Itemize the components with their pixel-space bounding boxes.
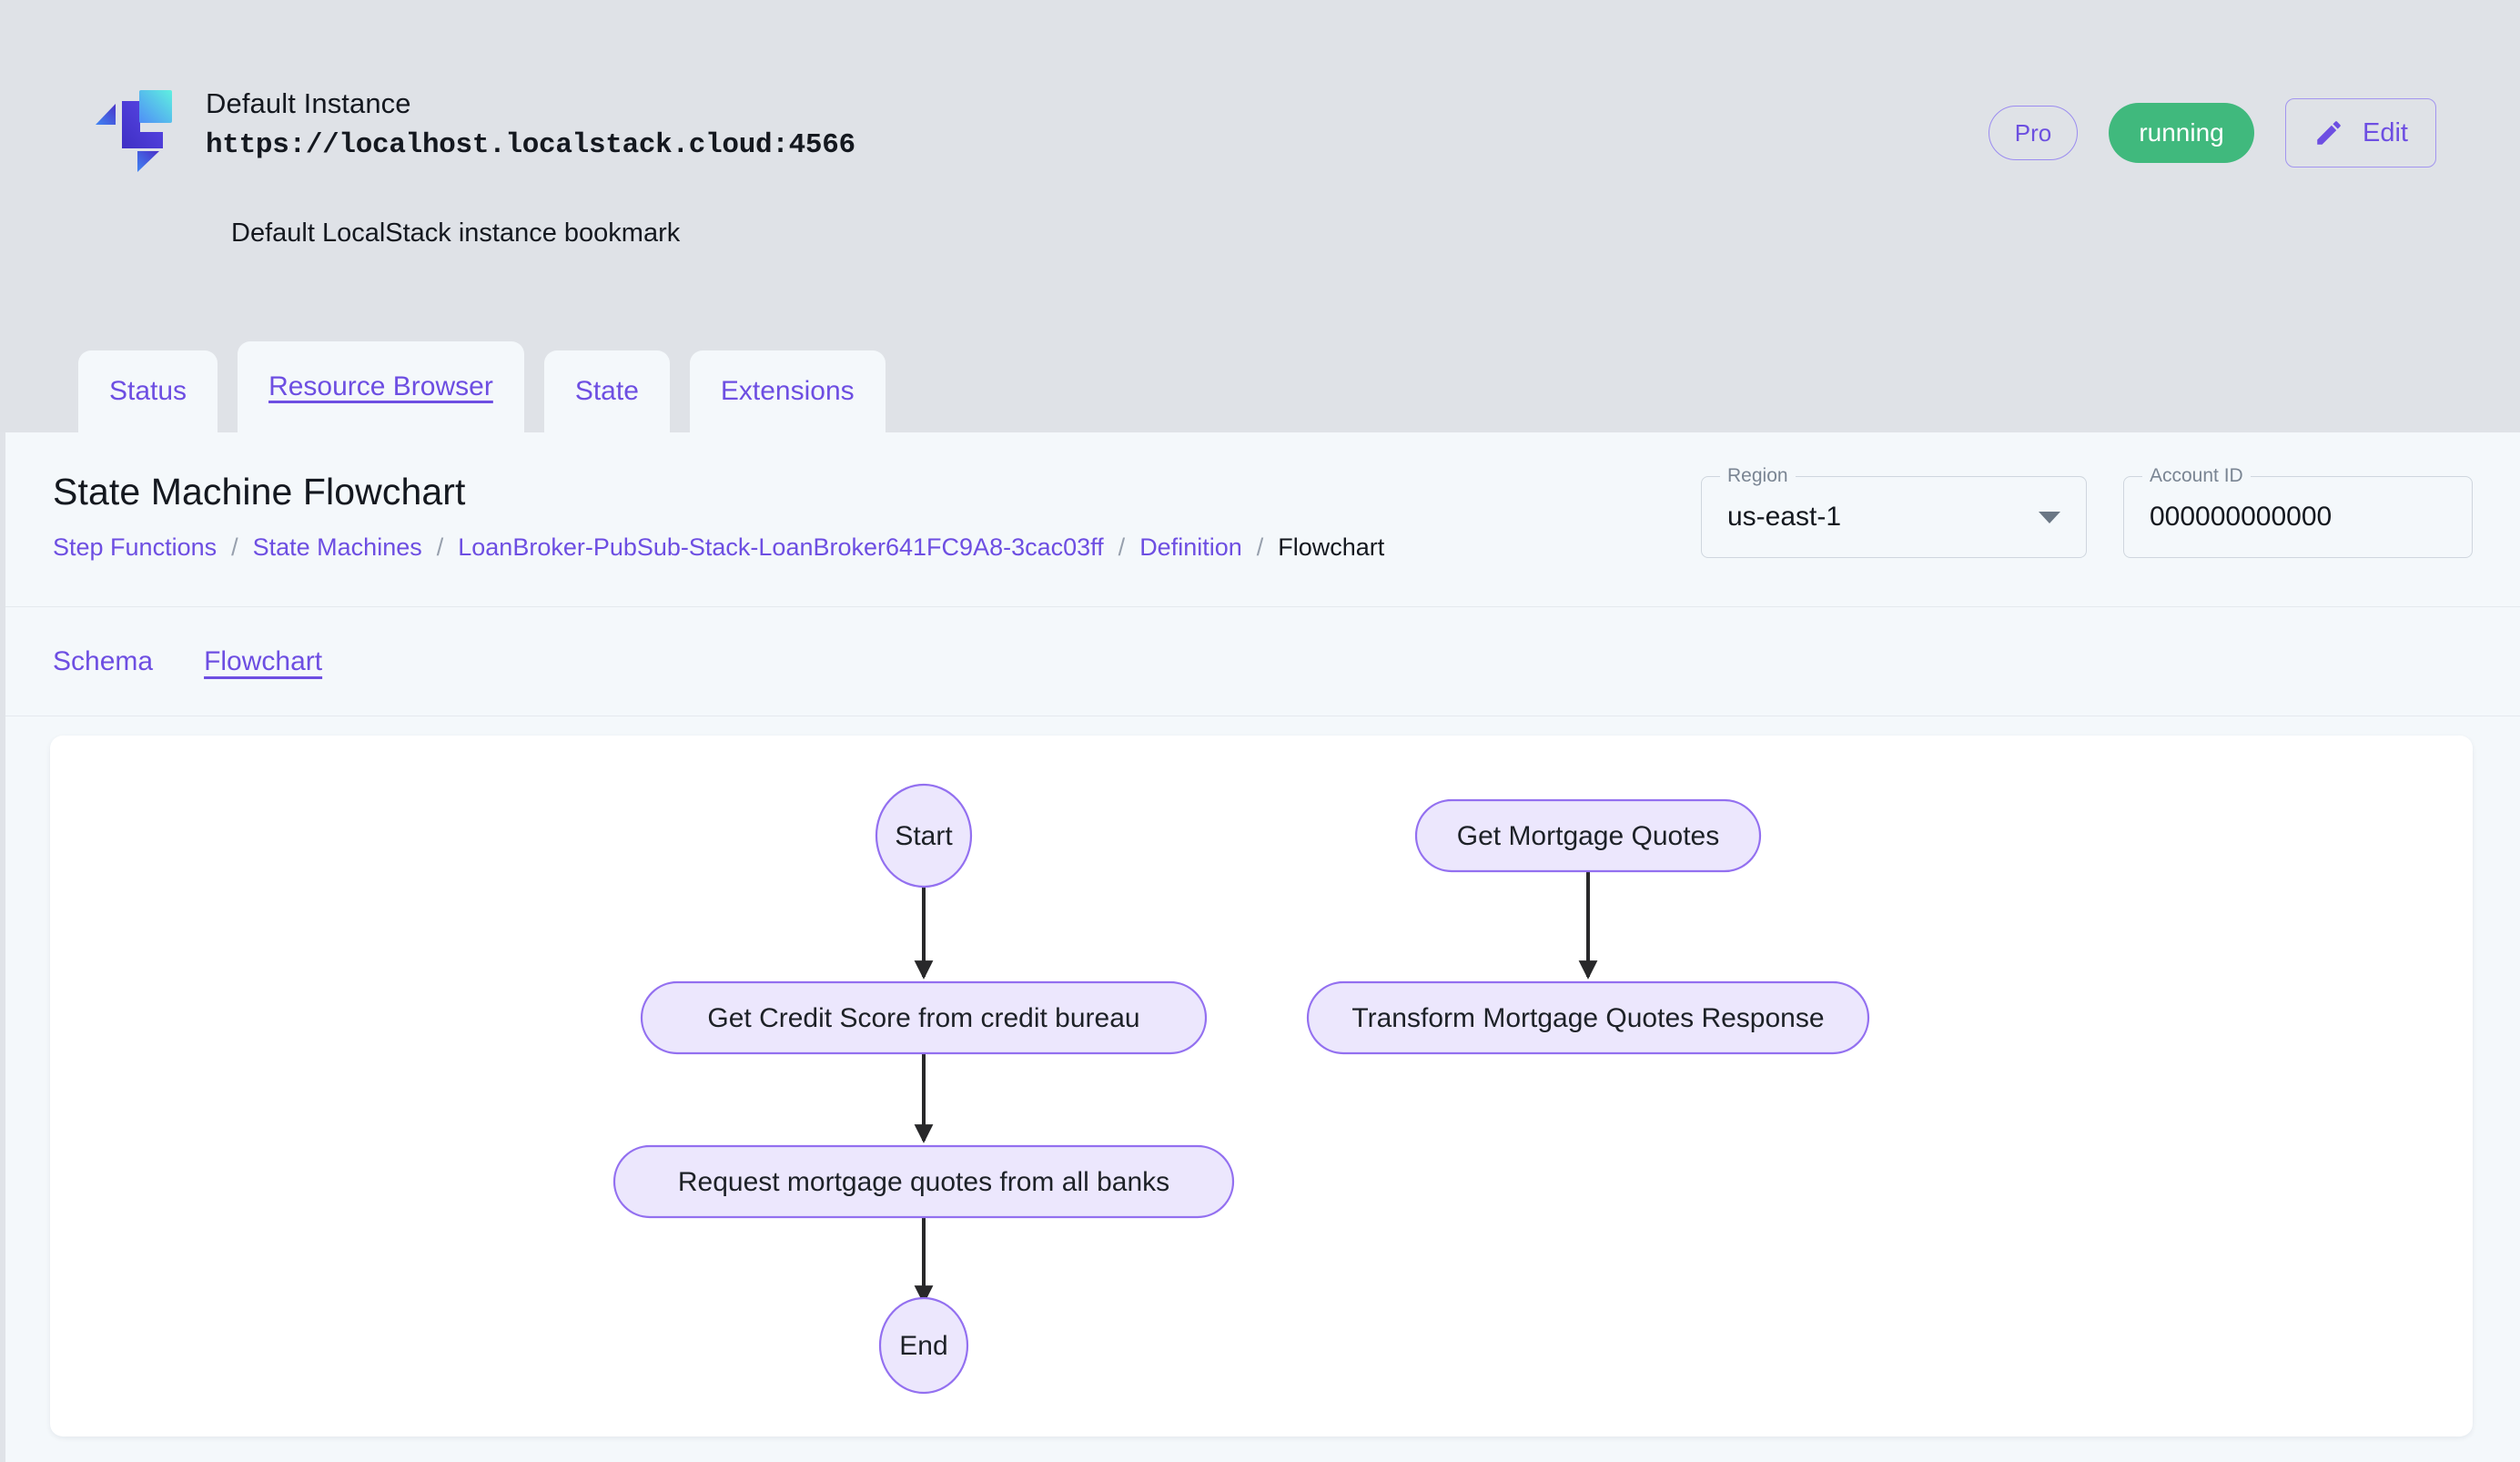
- flow-node-get-credit-score-label: Get Credit Score from credit bureau: [707, 1003, 1139, 1033]
- page-header: State Machine Flowchart Step Functions /…: [5, 432, 2520, 607]
- breadcrumb: Step Functions / State Machines / LoanBr…: [53, 533, 1384, 562]
- region-select[interactable]: Region us-east-1: [1701, 466, 2087, 558]
- chevron-down-icon: [2039, 511, 2060, 523]
- account-id-field-legend: Account ID: [2142, 466, 2251, 485]
- instance-endpoint: https://localhost.localstack.cloud:4566: [206, 128, 855, 161]
- tab-status-label: Status: [109, 376, 187, 406]
- flow-node-get-credit-score[interactable]: Get Credit Score from credit bureau: [640, 980, 1208, 1055]
- main-tab-bar: Status Resource Browser State Extensions: [78, 341, 886, 432]
- instance-title: Default Instance: [206, 87, 411, 119]
- breadcrumb-item-definition[interactable]: Definition: [1139, 533, 1242, 561]
- account-id-field-value: 000000000000: [2150, 502, 2333, 532]
- breadcrumb-item-state-machines[interactable]: State Machines: [252, 533, 422, 561]
- breadcrumb-separator: /: [436, 533, 444, 561]
- breadcrumb-separator: /: [1118, 533, 1126, 561]
- flow-node-start-label: Start: [895, 821, 953, 851]
- breadcrumb-item-state-machine-name[interactable]: LoanBroker-PubSub-Stack-LoanBroker641FC9…: [458, 533, 1104, 561]
- edit-button-label: Edit: [2363, 117, 2408, 147]
- flow-node-end[interactable]: End: [878, 1296, 969, 1395]
- header-actions: Pro running Edit: [1989, 98, 2436, 168]
- pro-badge-label: Pro: [2014, 118, 2052, 147]
- breadcrumb-separator: /: [231, 533, 238, 561]
- header-filters: Region us-east-1 Account ID 000000000000: [1701, 466, 2473, 558]
- account-id-field[interactable]: Account ID 000000000000: [2123, 466, 2473, 558]
- breadcrumb-item-step-functions[interactable]: Step Functions: [53, 533, 218, 561]
- sub-tab-bar: Schema Flowchart: [5, 607, 2520, 716]
- flow-node-transform-response-label: Transform Mortgage Quotes Response: [1351, 1003, 1824, 1033]
- flow-node-start[interactable]: Start: [875, 783, 973, 888]
- tab-extensions-label: Extensions: [720, 376, 855, 406]
- tab-status[interactable]: Status: [78, 350, 218, 432]
- flow-node-request-quotes[interactable]: Request mortgage quotes from all banks: [612, 1144, 1235, 1219]
- sub-tab-schema[interactable]: Schema: [53, 645, 154, 676]
- tab-state[interactable]: State: [543, 350, 670, 432]
- tab-resource-browser[interactable]: Resource Browser: [238, 341, 524, 432]
- region-select-legend: Region: [1720, 466, 1796, 485]
- instance-identity: Default Instance https://localhost.local…: [87, 77, 855, 174]
- flow-node-get-mortgage-quotes-label: Get Mortgage Quotes: [1457, 821, 1720, 851]
- breadcrumb-item-flowchart: Flowchart: [1278, 533, 1385, 561]
- status-badge-label: running: [2139, 118, 2224, 147]
- tab-state-label: State: [574, 376, 639, 406]
- state-machine-flowchart[interactable]: Start Get Credit Score from credit burea…: [50, 736, 2473, 1437]
- region-select-value: us-east-1: [1727, 502, 1842, 532]
- pencil-icon: [2313, 117, 2344, 148]
- pro-badge[interactable]: Pro: [1989, 106, 2079, 160]
- sub-tab-flowchart[interactable]: Flowchart: [204, 645, 323, 676]
- status-badge[interactable]: running: [2109, 103, 2255, 163]
- instance-header: Default Instance https://localhost.local…: [0, 0, 2520, 432]
- edit-button[interactable]: Edit: [2285, 98, 2436, 168]
- localstack-logo-icon: [87, 77, 184, 174]
- tab-resource-browser-label: Resource Browser: [268, 371, 493, 401]
- flow-node-request-quotes-label: Request mortgage quotes from all banks: [678, 1167, 1169, 1197]
- page-title: State Machine Flowchart: [53, 471, 466, 513]
- flowchart-card: Start Get Credit Score from credit burea…: [50, 736, 2473, 1437]
- flow-node-transform-response[interactable]: Transform Mortgage Quotes Response: [1306, 980, 1870, 1055]
- instance-description: Default LocalStack instance bookmark: [231, 218, 681, 248]
- breadcrumb-separator: /: [1256, 533, 1264, 561]
- flow-node-get-mortgage-quotes[interactable]: Get Mortgage Quotes: [1414, 798, 1762, 873]
- tab-extensions[interactable]: Extensions: [689, 350, 886, 432]
- flow-node-end-label: End: [899, 1331, 947, 1361]
